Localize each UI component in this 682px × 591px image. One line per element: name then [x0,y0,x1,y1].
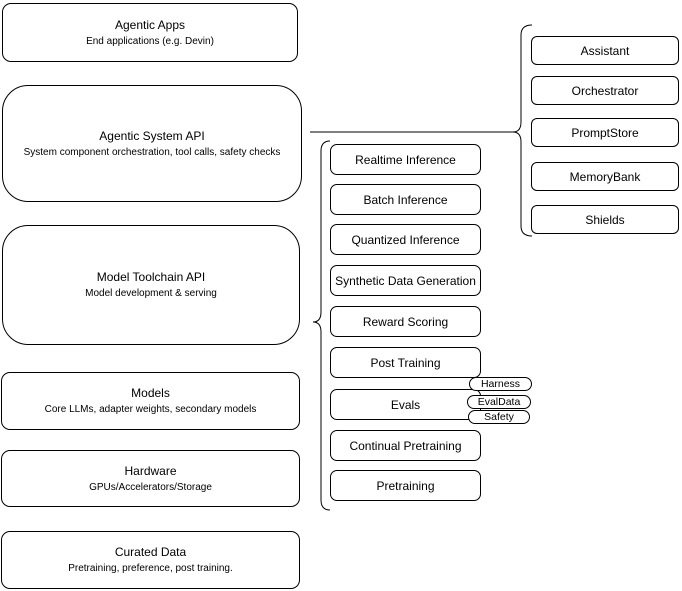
node-title: Models [131,386,170,400]
node-shields: Shields [531,205,679,234]
node-subtitle: GPUs/Accelerators/Storage [89,481,212,493]
node-title: Agentic Apps [114,17,186,32]
node-subtitle: Pretraining, preference, post training. [68,563,233,574]
node-title: Curated Data [114,545,187,559]
node-subtitle: Model development & serving [85,288,217,299]
node-promptstore: PromptStore [531,118,679,147]
node-subtitle: Core LLMs, adapter weights, secondary mo… [44,404,257,415]
node-hardware: Hardware GPUs/Accelerators/Storage [1,450,300,507]
node-evals: Evals [330,389,481,420]
node-orchestrator: Orchestrator [531,76,679,105]
node-model-toolchain-api: Model Toolchain API Model development & … [2,225,300,345]
node-batch-inference: Batch Inference [330,184,481,215]
node-quantized-inference: Quantized Inference [330,224,481,255]
node-curated-data: Curated Data Pretraining, preference, po… [1,531,300,589]
node-pretraining: Pretraining [330,470,481,501]
tag-harness: Harness [469,377,532,391]
node-realtime-inference: Realtime Inference [330,144,481,175]
tag-evaldata: EvalData [467,395,531,409]
brace-system-components [512,24,533,237]
node-title: Model Toolchain API [96,270,206,284]
tag-safety: Safety [468,410,530,424]
node-agentic-apps: Agentic Apps End applications (e.g. Devi… [2,3,298,62]
node-memorybank: MemoryBank [531,162,679,191]
node-agentic-system-api: Agentic System API System component orch… [2,85,302,202]
node-continual-pretraining: Continual Pretraining [330,430,481,461]
node-synthetic-data-generation: Synthetic Data Generation [330,265,481,296]
node-title: Agentic System API [99,128,205,143]
brace-toolchain-services [312,140,331,511]
node-models: Models Core LLMs, adapter weights, secon… [1,372,300,430]
node-post-training: Post Training [330,347,481,378]
node-subtitle: System component orchestration, tool cal… [23,146,281,158]
node-assistant: Assistant [531,36,679,65]
node-subtitle: End applications (e.g. Devin) [86,35,214,47]
node-title: Hardware [124,463,177,478]
node-reward-scoring: Reward Scoring [330,306,481,337]
